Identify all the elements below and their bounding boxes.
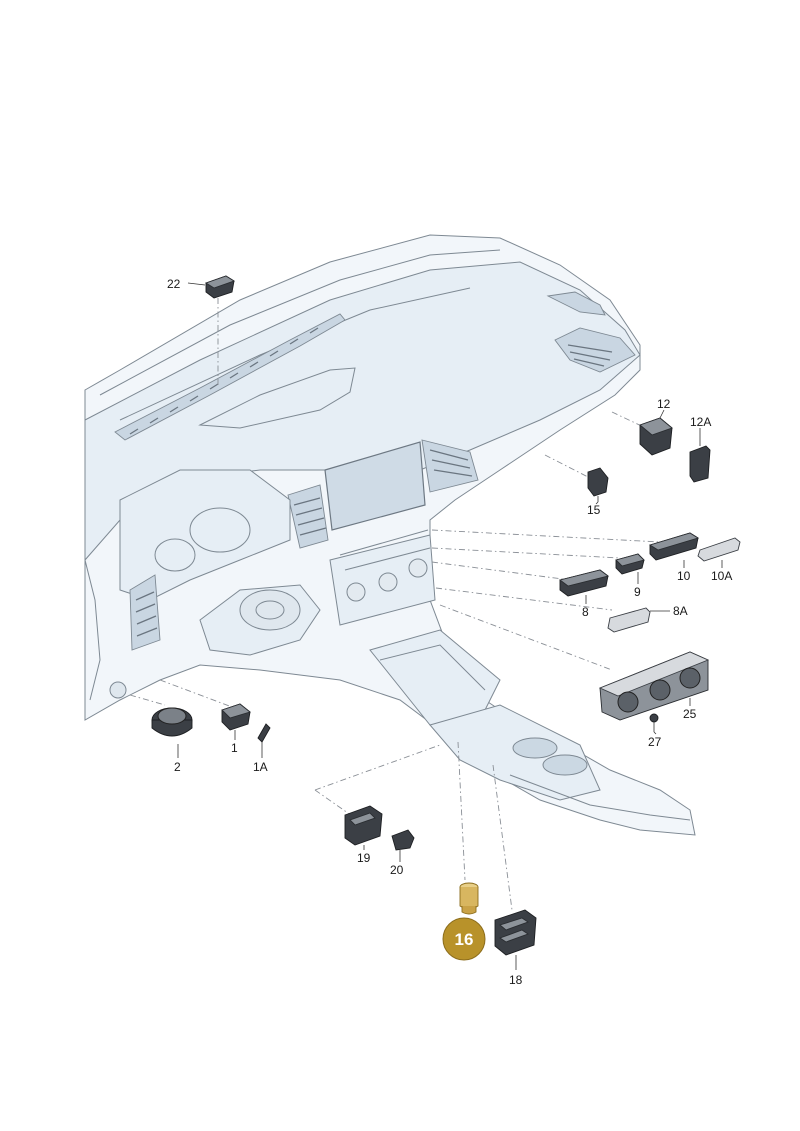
callout-16: 16	[455, 930, 474, 949]
part-16	[459, 882, 479, 915]
callout-27: 27	[648, 735, 662, 749]
part-27	[649, 713, 659, 732]
callout-10A: 10A	[711, 569, 732, 583]
part-20	[391, 829, 415, 851]
part-10	[648, 532, 700, 561]
part-18	[494, 909, 537, 956]
part-8A	[607, 607, 651, 633]
part-1A	[257, 723, 271, 743]
part-19	[344, 805, 383, 846]
callout-15: 15	[587, 503, 601, 517]
callout-22: 22	[167, 277, 181, 291]
callout-9: 9	[634, 585, 641, 599]
callout-18: 18	[509, 973, 523, 987]
callout-8: 8	[582, 605, 589, 619]
part-2-light-switch	[151, 707, 193, 737]
part-10A	[697, 537, 741, 562]
part-1	[221, 703, 251, 731]
callout-20: 20	[390, 863, 404, 877]
part-9	[615, 553, 645, 575]
infotainment-screen	[324, 441, 426, 531]
callout-2: 2	[174, 760, 181, 774]
callout-25: 25	[683, 707, 697, 721]
part-15	[587, 467, 609, 502]
callout-12A: 12A	[690, 415, 711, 429]
callout-10: 10	[677, 569, 691, 583]
callout-19: 19	[357, 851, 371, 865]
highlight-badge	[442, 917, 486, 961]
part-25-climate-panel	[598, 651, 710, 721]
callout-1A: 1A	[253, 760, 268, 774]
part-8	[558, 569, 610, 597]
defrost-vent-slats	[129, 327, 319, 435]
callout-8A: 8A	[673, 604, 688, 618]
callout-leaders	[177, 282, 723, 970]
part-22	[204, 275, 236, 299]
dashboard-illustration	[84, 234, 696, 836]
part-12A	[689, 445, 711, 483]
part-12	[639, 417, 673, 456]
callout-1: 1	[231, 741, 238, 755]
highlight-callout-16[interactable]: 16	[442, 917, 486, 961]
callout-12: 12	[657, 397, 671, 411]
